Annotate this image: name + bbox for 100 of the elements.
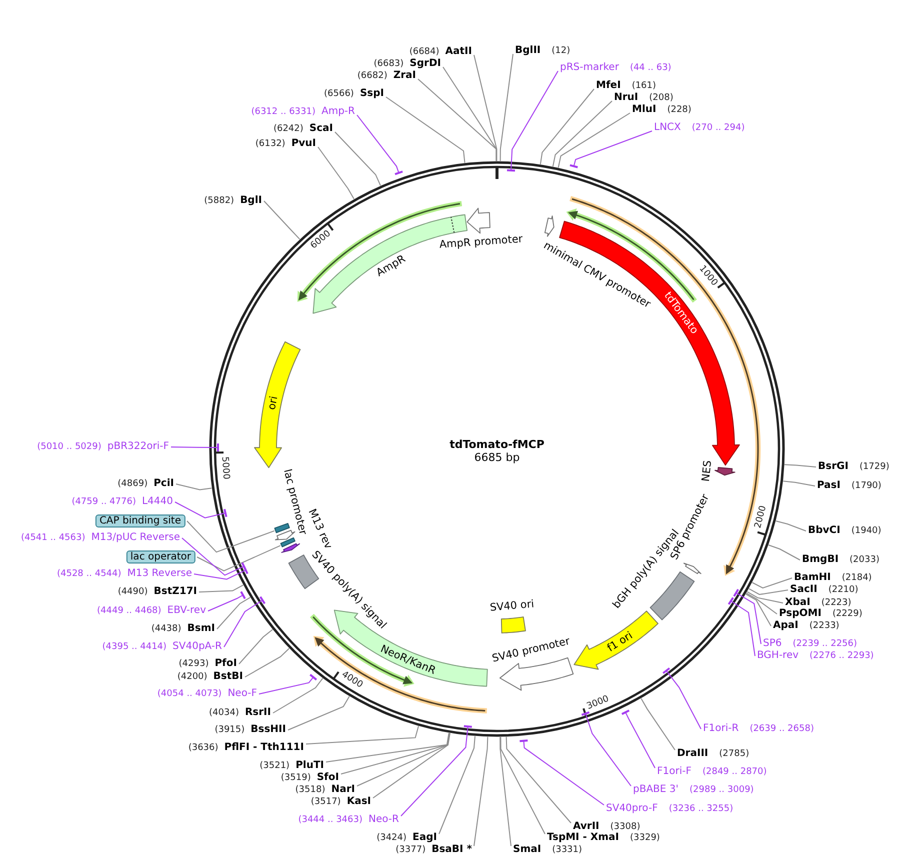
leader-line <box>418 78 497 162</box>
scale-label: 3000 <box>586 694 611 712</box>
primer-position: (2989 .. 3009) <box>690 784 754 796</box>
enzyme-name: ScaI <box>309 123 333 135</box>
leader-line <box>662 667 702 730</box>
leader-line <box>500 54 514 162</box>
enzyme-name: SspI <box>360 88 384 100</box>
primer-name: M13 Reverse <box>127 568 192 580</box>
site-position: (6682) <box>357 70 388 82</box>
leader-line <box>334 132 381 186</box>
leader-line <box>306 726 419 744</box>
leader-line <box>506 736 572 824</box>
site-position: (1940) <box>851 525 882 537</box>
leader-line <box>174 502 228 518</box>
origin-block <box>500 615 527 634</box>
site-position: (3519) <box>280 772 311 784</box>
enzyme-name: BssHII <box>250 724 286 736</box>
site-position: (3517) <box>310 796 341 808</box>
leader-line <box>438 736 476 834</box>
primer-position: (4395 .. 4414) <box>102 641 167 653</box>
enzyme-name: PspOMI <box>779 608 822 620</box>
primer-position: (44 .. 63) <box>630 62 672 74</box>
enzyme-name: BsrGI <box>818 461 848 473</box>
enzyme-name: PvuI <box>291 138 316 150</box>
enzyme-name: PfoI <box>214 658 237 670</box>
leader-line <box>506 70 558 172</box>
enzyme-name: ZraI <box>393 70 416 82</box>
primer-position: (2849 .. 2870) <box>702 766 767 778</box>
site-position: (2184) <box>842 572 872 584</box>
feature-label: ori <box>265 395 280 412</box>
plasmid-size: 6685 bp <box>474 451 520 464</box>
primer-name: L4440 <box>142 496 173 508</box>
leader-line <box>745 594 772 626</box>
primer-name: SV40pro-F <box>606 803 658 815</box>
enzyme-name: ApaI <box>773 620 798 632</box>
primer-name: pRS-marker <box>560 62 619 74</box>
enzyme-name: BglI <box>240 195 262 207</box>
leader-line <box>474 736 488 846</box>
leader-line <box>224 596 266 648</box>
enzyme-name: NruI <box>614 92 638 104</box>
site-position: (3377) <box>396 844 426 856</box>
scale-label: 2000 <box>754 504 770 530</box>
site-position: (228) <box>667 104 692 116</box>
leader-line <box>782 480 816 486</box>
gene-segment <box>312 213 469 315</box>
primer-position: (4759 .. 4776) <box>72 496 136 508</box>
primer-name: Neo-R <box>368 814 399 826</box>
promoter-segment <box>543 214 555 238</box>
leader-line <box>746 591 784 604</box>
enzyme-name: PflFI - Tth111I <box>224 742 304 754</box>
enzyme-name: BstBI <box>213 671 243 683</box>
leader-line <box>540 88 594 165</box>
leader-line <box>580 711 632 786</box>
primer-name: SV40pA-R <box>172 641 222 653</box>
feature-tag: lac operator <box>126 550 195 564</box>
primer-position: (3444 .. 3463) <box>298 814 362 826</box>
enzyme-name: BglII <box>515 45 541 57</box>
site-position: (3636) <box>188 742 218 754</box>
leader-line <box>208 590 246 612</box>
site-position: (4490) <box>118 586 148 598</box>
site-position: (4869) <box>118 478 148 490</box>
leader-line <box>318 146 354 200</box>
enzyme-name: BbvCI <box>808 525 840 537</box>
leader-line <box>196 545 281 572</box>
enzyme-name: EagI <box>412 832 437 844</box>
leader-line <box>182 538 247 576</box>
feature-label: SV40 ori <box>489 598 535 614</box>
leader-line <box>518 739 604 806</box>
leader-line <box>752 578 792 589</box>
leader-line <box>238 629 274 664</box>
leader-line <box>400 725 473 816</box>
primer-position: (2239 .. 2256) <box>792 638 858 650</box>
feature-label: f1 ori <box>605 630 635 655</box>
site-position: (4034) <box>209 707 239 719</box>
enzyme-name: RsrII <box>244 707 271 719</box>
site-position: (1790) <box>851 480 882 492</box>
enzyme-name: BstZ17I <box>154 586 197 598</box>
leader-line <box>746 592 778 614</box>
leader-line <box>264 200 300 240</box>
site-position: (2033) <box>850 554 880 566</box>
leader-line <box>288 696 350 730</box>
site-position: (6566) <box>324 88 354 100</box>
feature-label: NES <box>700 460 714 482</box>
primer-name: Neo-F <box>228 688 257 700</box>
leader-line <box>748 588 788 596</box>
site-position: (4438) <box>151 623 182 635</box>
primer-position: (2639 .. 2658) <box>750 723 814 735</box>
site-position: (2785) <box>719 748 750 760</box>
primer-name: F1ori-R <box>703 723 739 735</box>
leader-line <box>728 596 756 656</box>
enzyme-name: BsmI <box>187 623 215 635</box>
enzyme-name: BamHI <box>794 572 831 584</box>
primer-position: (4054 .. 4073) <box>157 688 222 700</box>
leader-line <box>552 100 612 167</box>
leader-line <box>372 732 450 798</box>
leader-line <box>198 584 244 592</box>
site-position: (3329) <box>630 832 660 844</box>
enzyme-name: AatII <box>445 46 472 58</box>
enzyme-name: SmaI <box>513 844 542 856</box>
primer-name: pBR322ori-F <box>107 441 169 453</box>
